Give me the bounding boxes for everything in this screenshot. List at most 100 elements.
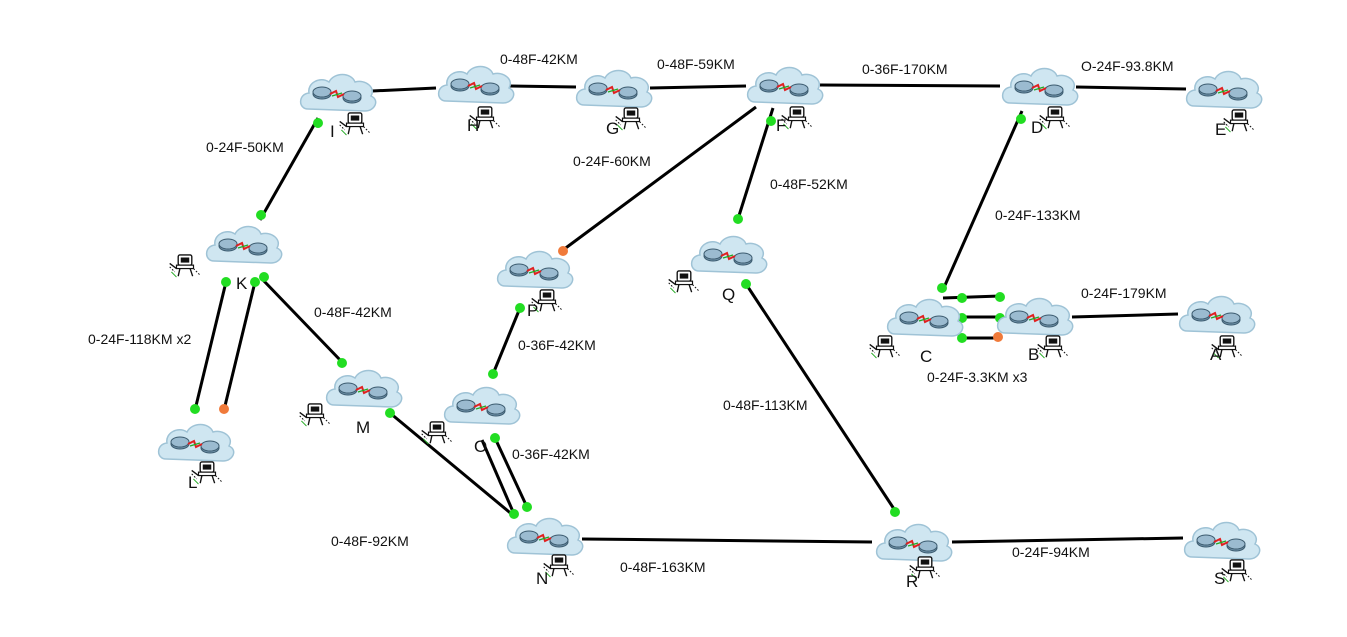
- router-node-h[interactable]: H: [437, 65, 515, 136]
- router-node-s[interactable]: S: [1183, 521, 1261, 589]
- router-cloud-icon: [299, 73, 377, 113]
- port-up-indicator-F-Q: [766, 116, 776, 126]
- port-up-indicator-I-K: [256, 210, 266, 220]
- link-F-D: [819, 83, 1001, 88]
- port-up-indicator-K-L: [221, 277, 231, 287]
- router-cloud-icon: [690, 235, 768, 275]
- port-up-indicator-Q-R: [741, 279, 751, 289]
- router-node-r[interactable]: R: [875, 523, 953, 592]
- link-I-K: [258, 117, 320, 221]
- router-node-o[interactable]: O: [421, 386, 521, 457]
- port-up-indicator-K-M: [259, 272, 269, 282]
- network-device-terminal-icon: [299, 403, 331, 427]
- router-cloud-icon: [496, 250, 574, 290]
- router-node-i[interactable]: I: [299, 73, 377, 142]
- link-label-D-E: O-24F-93.8KM: [1081, 58, 1174, 74]
- router-cloud-icon: [746, 66, 824, 106]
- node-label: H: [467, 116, 479, 135]
- link-O-N-2: [480, 439, 516, 515]
- link-H-G: [509, 84, 577, 89]
- network-device-terminal-icon: [869, 335, 901, 359]
- port-alert-indicator-K-L: [219, 404, 229, 414]
- port-up-indicator-O-N: [509, 509, 519, 519]
- port-up-indicator-C-B: [957, 333, 967, 343]
- node-label: F: [776, 116, 786, 135]
- network-device-terminal-icon: [615, 107, 647, 131]
- port-up-indicator-P-O: [515, 303, 525, 313]
- node-label: G: [606, 119, 619, 138]
- node-label: R: [906, 572, 918, 591]
- router-node-k[interactable]: K: [169, 225, 283, 294]
- port-up-indicator-K-L: [190, 404, 200, 414]
- port-up-indicator-Q-R: [890, 507, 900, 517]
- port-up-indicator-D-C: [937, 283, 947, 293]
- link-label-F-P: 0-24F-60KM: [573, 153, 651, 169]
- port-up-indicator-F-Q: [733, 214, 743, 224]
- network-device-terminal-icon: [339, 112, 371, 136]
- router-cloud-icon: [1178, 295, 1256, 335]
- node-label: A: [1210, 345, 1222, 364]
- router-cloud-icon: [506, 517, 584, 557]
- node-label: L: [188, 473, 197, 492]
- router-node-n[interactable]: N: [506, 517, 584, 589]
- link-C-B-1: [942, 294, 1001, 300]
- router-cloud-icon: [157, 423, 235, 463]
- link-G-F: [649, 84, 747, 90]
- router-node-m[interactable]: M: [299, 369, 403, 438]
- node-label: P: [527, 301, 538, 320]
- link-label-P-O: 0-36F-42KM: [518, 337, 596, 353]
- network-device-terminal-icon: [1223, 109, 1255, 133]
- link-I-H: [371, 86, 437, 93]
- router-cloud-icon: [875, 523, 953, 563]
- node-label: Q: [722, 285, 735, 304]
- link-label-D-C: 0-24F-133KM: [995, 207, 1081, 223]
- port-up-indicator-K-L: [250, 277, 260, 287]
- link-label-K-M: 0-48F-42KM: [314, 304, 392, 320]
- port-up-indicator-D-C: [1016, 114, 1026, 124]
- link-F-P: [562, 105, 757, 252]
- link-P-O: [491, 307, 522, 375]
- node-label: E: [1215, 120, 1226, 139]
- router-node-g[interactable]: G: [575, 69, 653, 139]
- router-cloud-icon: [437, 65, 515, 105]
- router-node-l[interactable]: L: [157, 423, 235, 493]
- router-node-d[interactable]: D: [1001, 67, 1079, 138]
- link-M-N: [389, 411, 515, 518]
- router-cloud-icon: [205, 225, 283, 265]
- link-label-C-B: 0-24F-3.3KM x3: [927, 369, 1028, 385]
- router-cloud-icon: [1185, 70, 1263, 110]
- router-node-e[interactable]: E: [1185, 70, 1263, 140]
- port-up-indicator-M-N: [385, 408, 395, 418]
- node-label: B: [1028, 345, 1039, 364]
- link-O-N-1: [493, 437, 529, 508]
- link-K-L-2: [222, 281, 257, 411]
- port-up-indicator-I-K: [313, 118, 323, 128]
- router-node-c[interactable]: C: [869, 298, 964, 367]
- node-label: M: [356, 418, 370, 437]
- network-device-terminal-icon: [1037, 335, 1069, 359]
- router-node-f[interactable]: F: [746, 66, 824, 136]
- node-label: K: [236, 274, 248, 293]
- router-cloud-icon: [886, 298, 964, 338]
- router-node-a[interactable]: A: [1178, 295, 1256, 365]
- router-cloud-icon: [575, 69, 653, 109]
- port-up-indicator-C-B: [957, 293, 967, 303]
- network-device-terminal-icon: [668, 270, 700, 294]
- link-label-R-S: 0-24F-94KM: [1012, 544, 1090, 560]
- network-device-terminal-icon: [543, 554, 575, 578]
- router-node-q[interactable]: Q: [668, 235, 768, 305]
- router-node-p[interactable]: P: [496, 250, 574, 321]
- link-D-C: [940, 110, 1024, 293]
- network-device-terminal-icon: [421, 421, 453, 445]
- link-label-N-R: 0-48F-163KM: [620, 559, 706, 575]
- network-device-terminal-icon: [1221, 559, 1253, 583]
- port-up-indicator-O-N: [490, 433, 500, 443]
- link-K-M: [261, 278, 344, 364]
- router-cloud-icon: [443, 386, 521, 426]
- port-alert-indicator-F-P: [558, 246, 568, 256]
- network-device-terminal-icon: [169, 254, 201, 278]
- node-label: O: [474, 437, 487, 456]
- router-node-b[interactable]: B: [996, 297, 1074, 365]
- link-label-F-D: 0-36F-170KM: [862, 61, 948, 77]
